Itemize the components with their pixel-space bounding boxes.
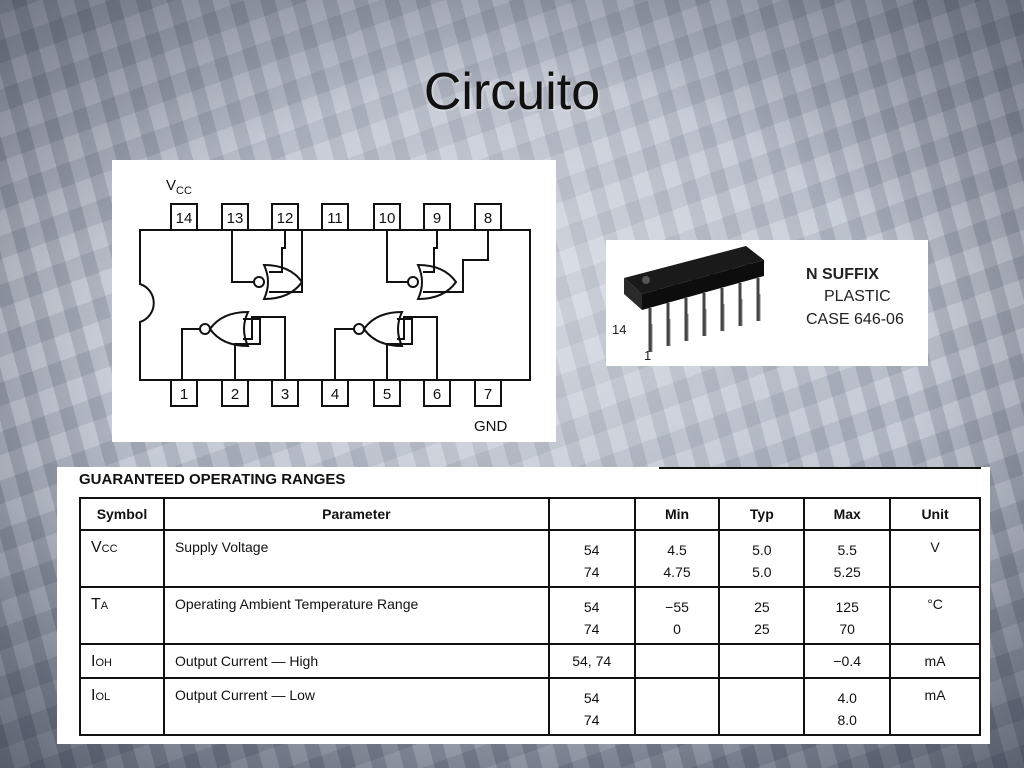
symbol-cell: TA: [79, 586, 165, 645]
pin-label: 5: [383, 386, 391, 403]
pin-label: 12: [277, 210, 294, 227]
column-header: Min: [633, 497, 721, 531]
parameter-cell: Supply Voltage: [162, 529, 550, 588]
parameter-cell: Output Current — High: [162, 643, 550, 679]
unit-cell: mA: [889, 643, 981, 679]
max-cell: −0.4: [803, 643, 892, 679]
package-suffix: N SUFFIX: [806, 266, 879, 283]
operating-ranges-panel: GUARANTEED OPERATING RANGES Symbol Param…: [57, 467, 990, 744]
pin-label: 1: [180, 386, 188, 403]
unit-cell: °C: [889, 586, 981, 645]
package-panel: 14 1 N SUFFIX PLASTIC CASE 646-06: [606, 240, 928, 366]
min-cell: [633, 643, 721, 679]
pinout-diagram: VCC GND 14 13 12 11 10 9 8 1 2 3 4 5 6 7: [112, 160, 556, 442]
pin-label: 3: [281, 386, 289, 403]
pin-label: 10: [379, 210, 396, 227]
typ-cell: [718, 677, 806, 736]
pin-label: 8: [484, 210, 492, 227]
vcc-label: VCC: [166, 177, 192, 197]
pin-label: 4: [331, 386, 339, 403]
parameter-cell: Operating Ambient Temperature Range: [162, 586, 550, 645]
operating-ranges-table: Symbol Parameter Min Typ Max Unit VCC Su…: [79, 497, 981, 736]
pin-label: 11: [327, 210, 343, 227]
min-cell: [633, 677, 721, 736]
ranges-heading: GUARANTEED OPERATING RANGES: [79, 471, 346, 488]
unit-cell: V: [889, 529, 981, 588]
pin14-label: 14: [612, 322, 626, 337]
pin-label: 13: [227, 210, 244, 227]
slide-title: Circuito: [423, 63, 601, 121]
column-header: Symbol: [79, 497, 165, 531]
series-cell: 54, 74: [547, 643, 636, 679]
symbol-cell: VCC: [79, 529, 165, 588]
pin-label: 2: [231, 386, 239, 403]
symbol-cell: IOL: [79, 677, 165, 736]
column-header: Parameter: [162, 497, 550, 531]
package-case: CASE 646-06: [806, 311, 904, 328]
pin1-label: 1: [644, 348, 651, 363]
symbol-cell: IOH: [79, 643, 165, 679]
column-header: Typ: [718, 497, 806, 531]
pin-label: 7: [484, 386, 492, 403]
pin-label: 9: [433, 210, 441, 227]
typ-cell: [718, 643, 806, 679]
dip-package-icon: 14 1: [612, 246, 764, 363]
gnd-label: GND: [474, 418, 508, 435]
column-header: Max: [803, 497, 892, 531]
column-header: [547, 497, 636, 531]
pin-label: 6: [433, 386, 441, 403]
table-row: TA Operating Ambient Temperature Range 5…: [79, 586, 981, 645]
column-header: Unit: [889, 497, 981, 531]
divider: [659, 467, 981, 469]
table-header-row: Symbol Parameter Min Typ Max Unit: [79, 497, 981, 531]
package-material: PLASTIC: [824, 288, 891, 305]
table-row: IOH Output Current — High 54, 74 −0.4 mA: [79, 643, 981, 679]
parameter-cell: Output Current — Low: [162, 677, 550, 736]
pinout-svg: VCC GND 14 13 12 11 10 9 8 1 2 3 4 5 6 7: [139, 177, 531, 435]
pin-label: 14: [176, 210, 193, 227]
unit-cell: mA: [889, 677, 981, 736]
